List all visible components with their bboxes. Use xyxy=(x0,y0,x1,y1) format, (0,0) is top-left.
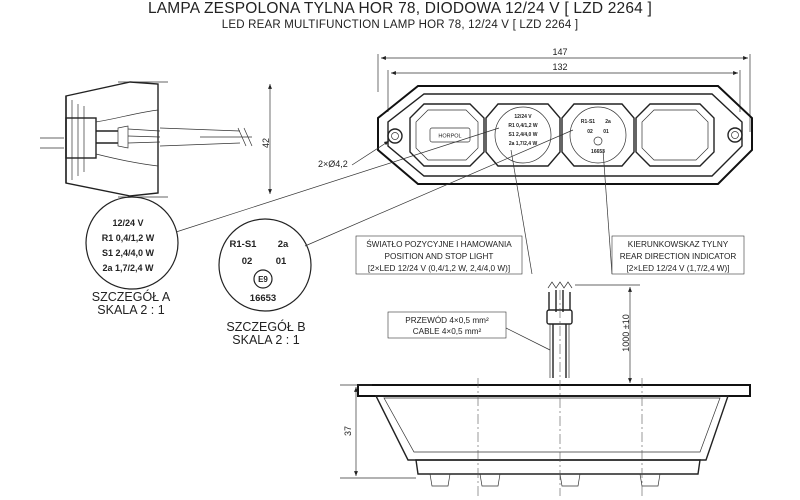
mini-a-line4: 2a 1,7/2,4 W xyxy=(509,141,538,147)
bottom-view: PRZEWÓD 4×0,5 mm² CABLE 4×0,5 mm² 1000 ±… xyxy=(340,281,751,496)
detail-b-caption: SZCZEGÓŁ B xyxy=(226,319,305,334)
mini-a-line2: R1 0,4/1,2 W xyxy=(508,123,537,129)
mini-b-num-right: 01 xyxy=(603,129,609,135)
dimension-height-label: 42 xyxy=(261,138,271,148)
detail-a-scale: SKALA 2 : 1 xyxy=(97,303,164,317)
mini-a-line3: S1 2,4/4,0 W xyxy=(509,132,538,138)
cable-callout-pl: PRZEWÓD 4×0,5 mm² xyxy=(405,315,489,325)
detail-b-approval: 16653 xyxy=(250,293,276,304)
dimension-overall-width: 147 xyxy=(552,47,567,57)
detail-b-code-left: R1-S1 xyxy=(230,239,258,250)
front-view: 147 132 HORPOL 12/24 V R1 0,4/1,2 W S1 2… xyxy=(318,47,753,185)
position-callout-spec: [2×LED 12/24 V (0,4/1,2 W, 2,4/4,0 W)] xyxy=(368,264,510,273)
detail-a-voltage: 12/24 V xyxy=(112,218,143,228)
direction-callout-en: REAR DIRECTION INDICATOR xyxy=(620,252,737,261)
side-view: 42 xyxy=(40,81,272,198)
detail-a: 12/24 V R1 0,4/1,2 W S1 2,4/4,0 W 2a 1,7… xyxy=(85,127,500,317)
detail-a-caption: SZCZEGÓŁ A xyxy=(92,289,171,304)
mini-b-code-left: R1-S1 xyxy=(581,119,595,125)
detail-b-num-right: 01 xyxy=(276,256,287,267)
direction-callout-pl: KIERUNKOWSKAZ TYLNY xyxy=(628,240,729,249)
mini-b-approval: 16653 xyxy=(591,149,605,155)
detail-a-r1: R1 0,4/1,2 W xyxy=(102,233,155,243)
drawing-title-pl: LAMPA ZESPOLONA TYLNA HOR 78, DIODOWA 12… xyxy=(147,0,653,17)
direction-callout-spec: [2×LED 12/24 V (1,7/2,4 W)] xyxy=(626,264,729,273)
detail-b-code-right: 2a xyxy=(278,239,289,250)
detail-b-scale: SKALA 2 : 1 xyxy=(232,333,299,347)
direction-callout: KIERUNKOWSKAZ TYLNY REAR DIRECTION INDIC… xyxy=(602,149,745,275)
horpol-logo: HORPOL xyxy=(438,134,461,140)
mini-b-num-left: 02 xyxy=(587,129,593,135)
drawing-title-en: LED REAR MULTIFUNCTION LAMP HOR 78, 12/2… xyxy=(221,19,579,31)
mini-a-line1: 12/24 V xyxy=(514,114,532,120)
detail-b: R1-S1 2a 02 01 E9 16653 SZCZEGÓŁ B SKALA… xyxy=(218,129,574,347)
position-callout-en: POSITION AND STOP LIGHT xyxy=(385,252,494,261)
hole-diameter-label: 2×Ø4,2 xyxy=(318,159,348,169)
cable-callout-en: CABLE 4×0,5 mm² xyxy=(413,327,482,336)
position-callout-pl: ŚWIATŁO POZYCYJNE I HAMOWANIA xyxy=(366,238,512,249)
emark-icon xyxy=(253,269,273,289)
detail-b-emark: E9 xyxy=(258,275,268,284)
cable-length-label: 1000 ±10 xyxy=(621,314,631,351)
position-stop-callout: ŚWIATŁO POZYCYJNE I HAMOWANIA POSITION A… xyxy=(355,149,533,275)
detail-b-num-left: 02 xyxy=(242,256,253,267)
detail-a-s1: S1 2,4/4,0 W xyxy=(102,248,155,258)
bottom-height-label: 37 xyxy=(343,426,353,436)
detail-a-2a: 2a 1,7/2,4 W xyxy=(102,263,154,273)
dimension-inner-width: 132 xyxy=(552,62,567,72)
mini-b-code-right: 2a xyxy=(605,119,611,125)
